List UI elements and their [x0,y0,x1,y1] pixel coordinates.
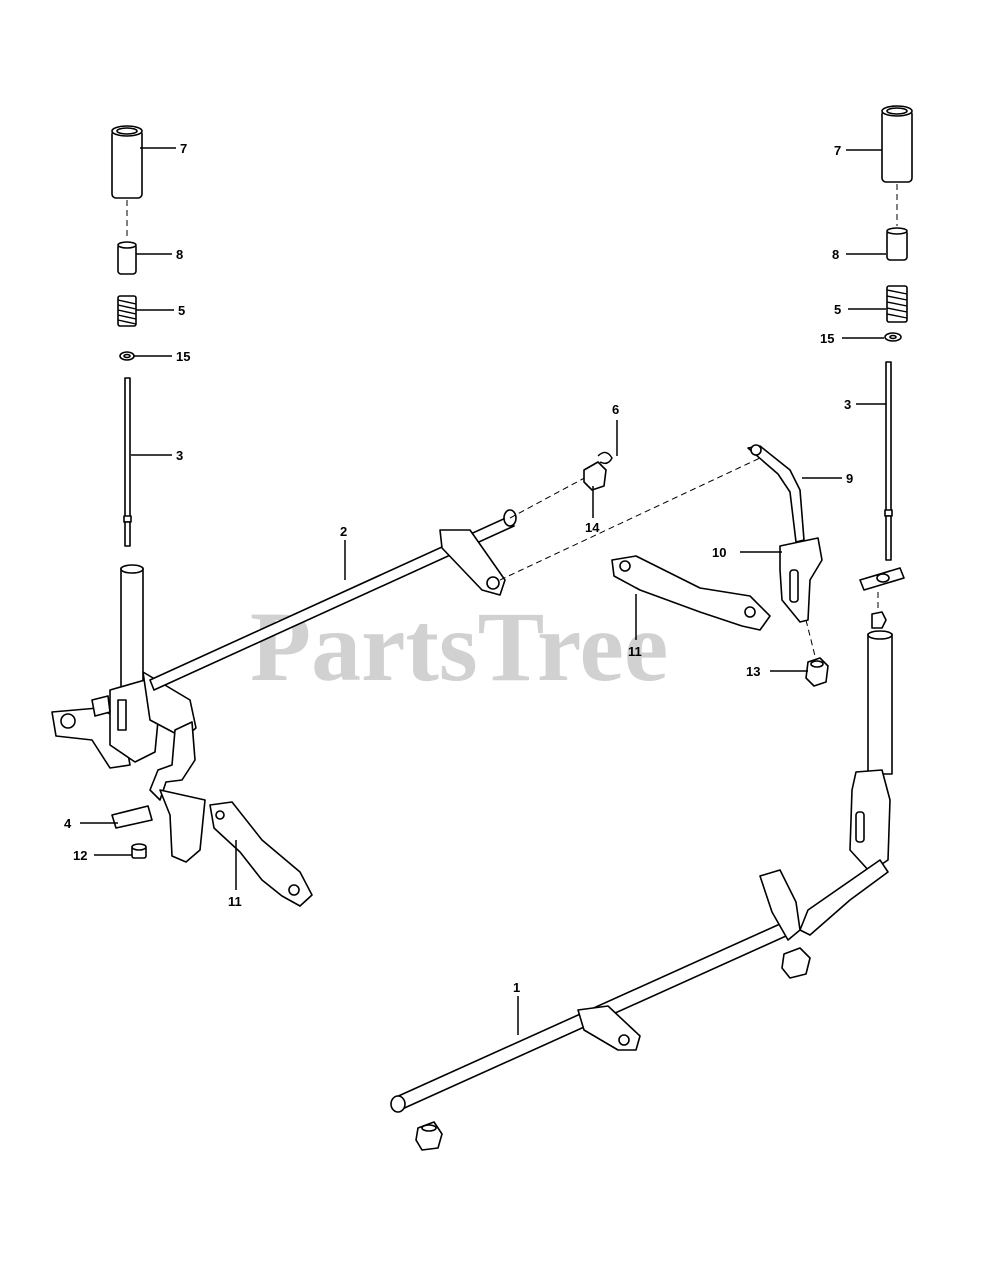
right-grip-sleeve [881,105,913,183]
left-washer [119,351,135,361]
right-pin [859,567,905,591]
left-grip-sleeve [111,125,143,199]
lower-shaft-1 [390,869,811,1151]
callout-3-right: 3 [844,397,851,412]
right-lift-column [799,630,893,936]
callout-4: 4 [64,816,72,831]
right-washer [884,332,902,342]
callout-12: 12 [73,848,87,863]
callout-7-right: 7 [834,143,841,158]
callout-15-left: 15 [176,349,190,364]
cross-shaft-2 [149,509,517,691]
right-spring [886,285,908,323]
callout-7-left: 7 [180,141,187,156]
left-lever-11 [209,801,313,907]
callout-14: 14 [585,520,600,535]
right-rod [884,361,893,561]
right-nut [871,611,887,629]
left-spring [117,295,137,327]
bracket-10 [779,537,823,623]
callout-11-mid: 11 [628,644,642,659]
callout-11-left: 11 [228,894,242,909]
callout-8-right: 8 [832,247,839,262]
callout-9: 9 [846,471,853,486]
left-rod [123,377,132,547]
callout-1: 1 [513,980,520,995]
callout-8-left: 8 [176,247,183,262]
callout-15-right: 15 [820,331,834,346]
callout-10: 10 [712,545,726,560]
callout-5-right: 5 [834,302,841,317]
left-linkage [111,721,206,863]
link-9 [747,444,805,543]
left-lift-column [51,564,197,769]
callout-6: 6 [612,402,619,417]
nut-13 [805,657,829,687]
right-insert [886,227,908,261]
callout-2: 2 [340,524,347,539]
callout-5-left: 5 [178,303,185,318]
callout-13: 13 [746,664,760,679]
callout-3-left: 3 [176,448,183,463]
leader-lines [80,147,886,1035]
clip-6 [597,451,613,465]
clip-14 [583,461,607,491]
middle-lever-11 [611,555,771,631]
left-insert [117,241,137,275]
